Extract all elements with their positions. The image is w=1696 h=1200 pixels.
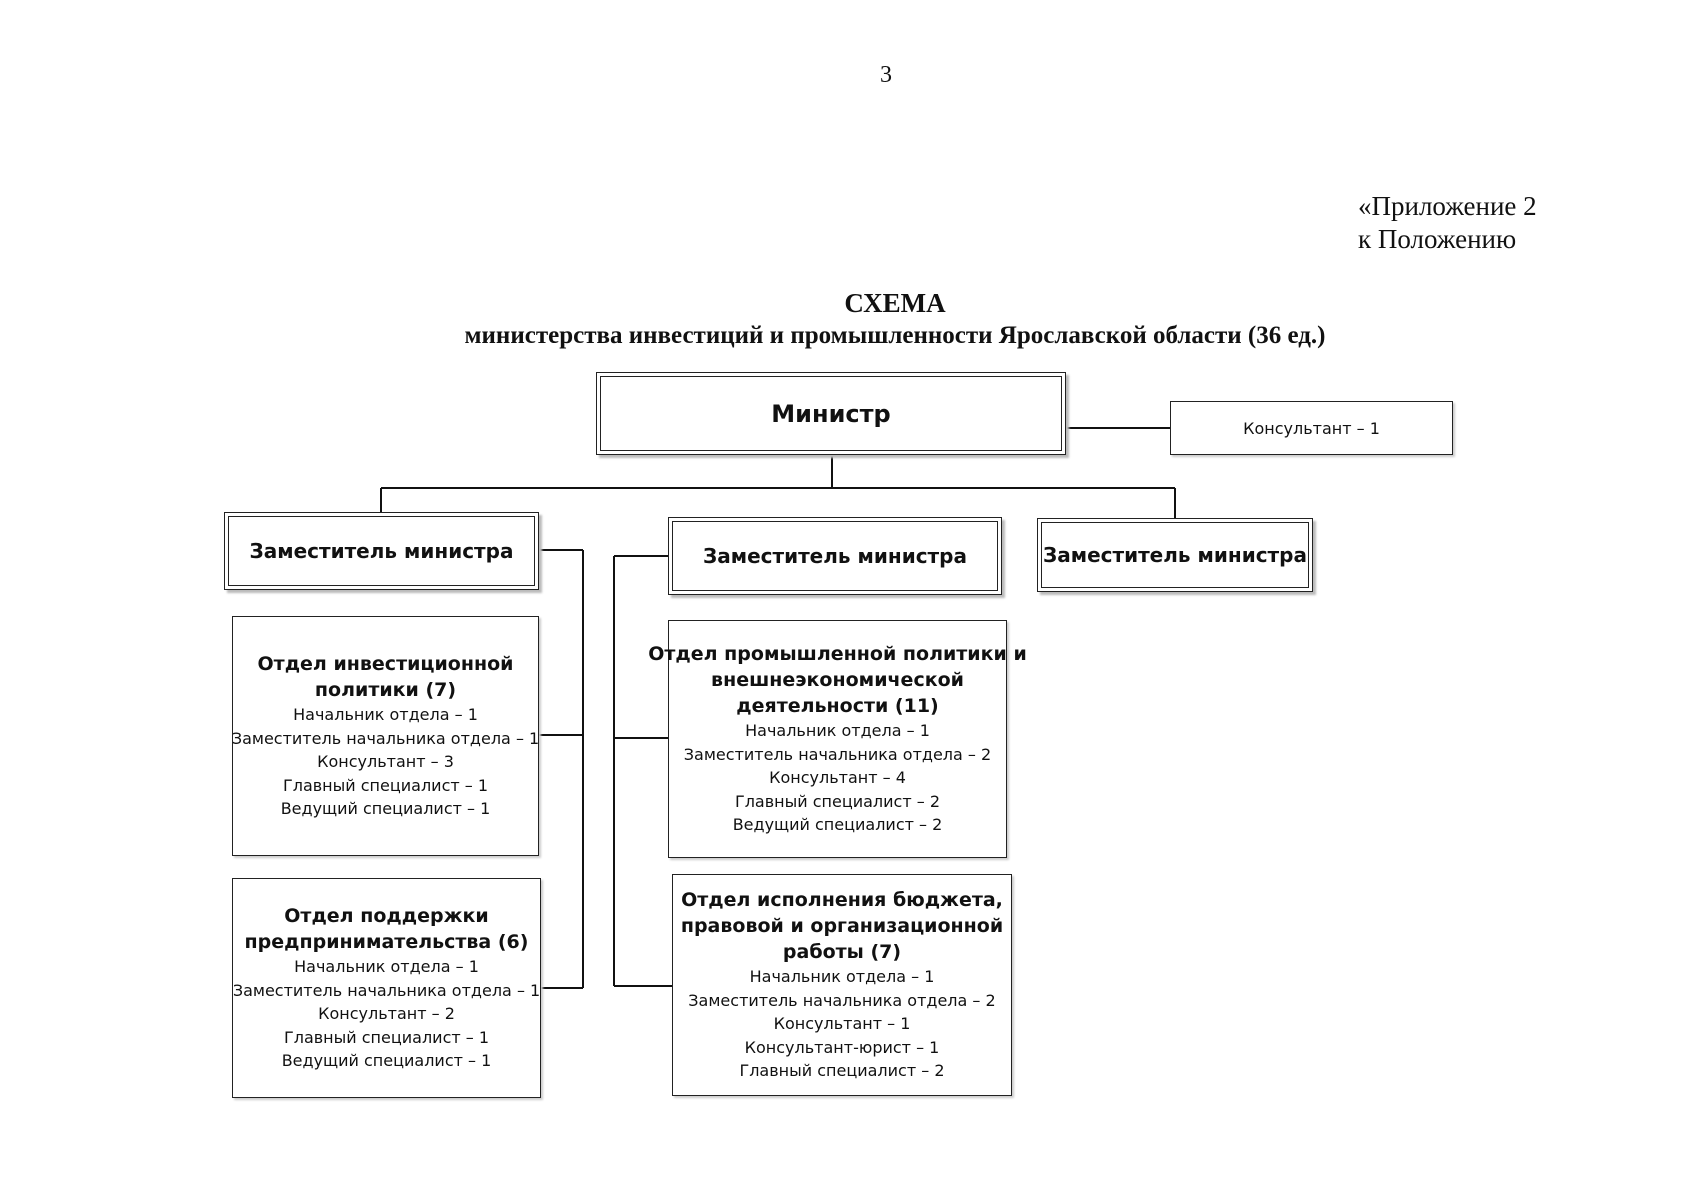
department-title: Отдел поддержки предпринимательства (6) [241, 903, 533, 955]
staff-list: Начальник отдела – 1 Заместитель начальн… [232, 703, 539, 821]
staff-item: Консультант – 3 [317, 752, 454, 772]
department-title-line: Отдел исполнения бюджета, [681, 889, 1003, 912]
staff-item: Ведущий специалист – 1 [280, 799, 491, 819]
staff-item: Начальник отдела – 1 [293, 705, 478, 725]
department-title-line: Отдел промышленной политики и [648, 643, 1027, 666]
department-box-budget-legal: Отдел исполнения бюджета, правовой и орг… [672, 874, 1012, 1096]
deputy-minister-box-3: Заместитель министра [1037, 518, 1313, 592]
deputy-minister-box-2: Заместитель министра [668, 517, 1002, 595]
staff-item: Заместитель начальника отдела – 1 [232, 980, 541, 1000]
department-title: Отдел исполнения бюджета, правовой и орг… [677, 887, 1007, 965]
consultant-label: Консультант – 1 [1243, 418, 1380, 438]
staff-item: Главный специалист – 1 [283, 1027, 490, 1047]
department-title-line: деятельности (11) [736, 695, 939, 718]
staff-item: Главный специалист – 1 [282, 775, 489, 795]
staff-item: Начальник отдела – 1 [749, 967, 935, 987]
staff-list: Начальник отдела – 1 Заместитель начальн… [684, 719, 991, 837]
department-title-line: внешнеэкономической [711, 669, 964, 692]
appendix-line-1: «Приложение 2 [1358, 191, 1537, 221]
consultant-box: Консультант – 1 [1170, 401, 1453, 455]
staff-list: Начальник отдела – 1 Заместитель начальн… [233, 955, 540, 1073]
diagram-title: СХЕМА [844, 288, 946, 318]
staff-item: Консультант – 1 [773, 1014, 911, 1034]
staff-item: Консультант – 2 [318, 1004, 455, 1024]
department-title: Отдел инвестиционной политики (7) [254, 651, 518, 703]
staff-item: Главный специалист – 2 [739, 1061, 945, 1081]
department-box-industrial-policy: Отдел промышленной политики и внешнеэкон… [648, 620, 1027, 858]
minister-label: Министр [771, 399, 891, 428]
staff-item: Заместитель начальника отдела – 1 [231, 728, 540, 748]
deputy-minister-box-1: Заместитель министра [224, 512, 539, 590]
deputy-minister-label: Заместитель министра [249, 539, 514, 563]
department-title-line: правовой и организационной [680, 915, 1004, 938]
department-title-line: предпринимательства (6) [244, 931, 529, 954]
staff-item: Консультант – 4 [769, 768, 906, 788]
department-box-investment-policy: Отдел инвестиционной политики (7) Началь… [232, 616, 539, 856]
staff-item: Главный специалист – 2 [734, 791, 941, 811]
deputy-minister-label: Заместитель министра [703, 544, 967, 568]
staff-list: Начальник отдела – 1 Заместитель начальн… [688, 965, 995, 1083]
department-title-line: политики (7) [314, 679, 457, 702]
department-title-line: работы (7) [782, 941, 902, 964]
staff-item: Ведущий специалист – 1 [281, 1051, 492, 1071]
department-title: Отдел промышленной политики и внешнеэкон… [644, 641, 1031, 719]
staff-item: Начальник отдела – 1 [294, 957, 479, 977]
staff-item: Начальник отдела – 1 [745, 721, 930, 741]
page-number: 3 [880, 62, 892, 88]
minister-box: Министр [596, 372, 1066, 455]
deputy-minister-label: Заместитель министра [1043, 543, 1307, 567]
appendix-line-2: к Положению [1358, 224, 1517, 254]
department-title-line: Отдел инвестиционной [257, 653, 514, 676]
appendix-note: «Приложение 2 к Положению [1358, 190, 1537, 256]
staff-item: Ведущий специалист – 2 [732, 815, 943, 835]
staff-item: Заместитель начальника отдела – 2 [683, 744, 992, 764]
department-title-line: Отдел поддержки [284, 905, 489, 928]
department-box-entrepreneurship-support: Отдел поддержки предпринимательства (6) … [232, 878, 541, 1098]
diagram-subtitle: министерства инвестиций и промышленности… [464, 322, 1326, 349]
staff-item: Консультант-юрист – 1 [744, 1037, 940, 1057]
staff-item: Заместитель начальника отдела – 2 [688, 990, 996, 1010]
